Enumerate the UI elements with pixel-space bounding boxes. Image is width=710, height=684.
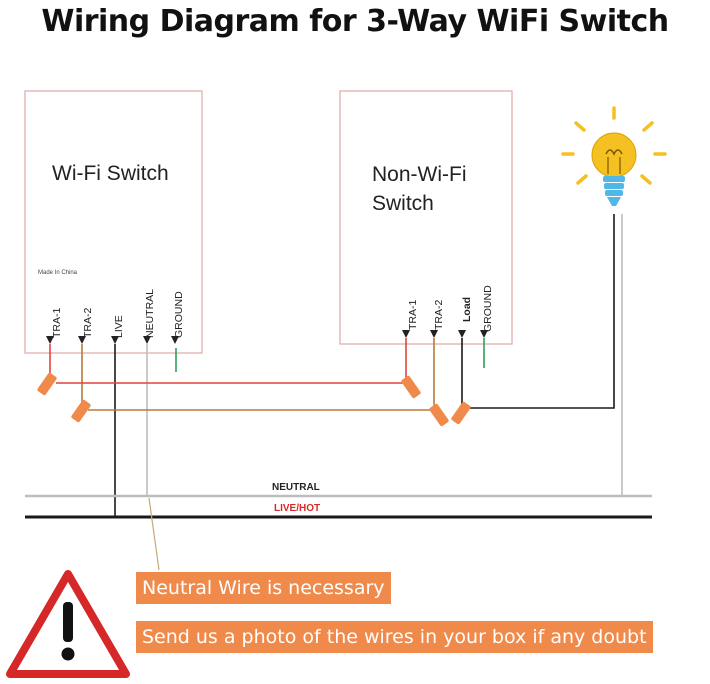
nonwifi-terminal-ground: GROUND (482, 285, 494, 332)
arrow-icon (171, 336, 179, 344)
wire-connector (71, 399, 91, 423)
arrow-icon (46, 336, 54, 344)
arrow-icon (78, 336, 86, 344)
nonwifi-terminal-tra2: TRA-2 (433, 300, 445, 330)
nonwifi-switch-box (339, 90, 513, 345)
made-in-label: Made In China (38, 270, 78, 276)
wire-load (461, 214, 615, 409)
note-pointer-line (148, 497, 160, 571)
neutral-bus-label: NEUTRAL (272, 482, 320, 493)
live-bus-label: LIVE/HOT (274, 503, 320, 514)
nonwifi-switch-label-line2: Switch (372, 192, 434, 215)
wifi-terminal-live: LIVE (113, 315, 125, 338)
wifi-terminal-neutral: NEUTRAL (144, 289, 156, 338)
diagram-title: Wiring Diagram for 3-Way WiFi Switch (41, 4, 669, 39)
arrow-icon (480, 330, 488, 338)
wire-connector (37, 372, 57, 396)
wifi-switch-label: Wi-Fi Switch (52, 162, 169, 185)
arrow-icon (430, 330, 438, 338)
warning-icon (6, 570, 130, 678)
wifi-terminal-ground: GROUND (173, 291, 185, 338)
arrow-icon (111, 336, 119, 344)
wifi-terminal-tra2: TRA-2 (82, 308, 94, 338)
arrow-icon (143, 336, 151, 344)
wifi-switch-box (24, 90, 203, 354)
nonwifi-terminal-tra1: TRA-1 (407, 300, 419, 330)
arrow-icon (458, 330, 466, 338)
nonwifi-terminal-load: Load (461, 297, 473, 322)
neutral-required-note: Neutral Wire is necessary (136, 572, 391, 604)
wire-connector (429, 403, 449, 427)
light-bulb-icon (561, 106, 667, 206)
wire-connector (451, 401, 471, 425)
nonwifi-switch-label-line1: Non-Wi-Fi (372, 163, 467, 186)
arrow-icon (402, 330, 410, 338)
photo-request-note: Send us a photo of the wires in your box… (136, 621, 653, 653)
wifi-terminal-tra1: TRA-1 (51, 308, 63, 338)
wire-connector (401, 375, 421, 399)
